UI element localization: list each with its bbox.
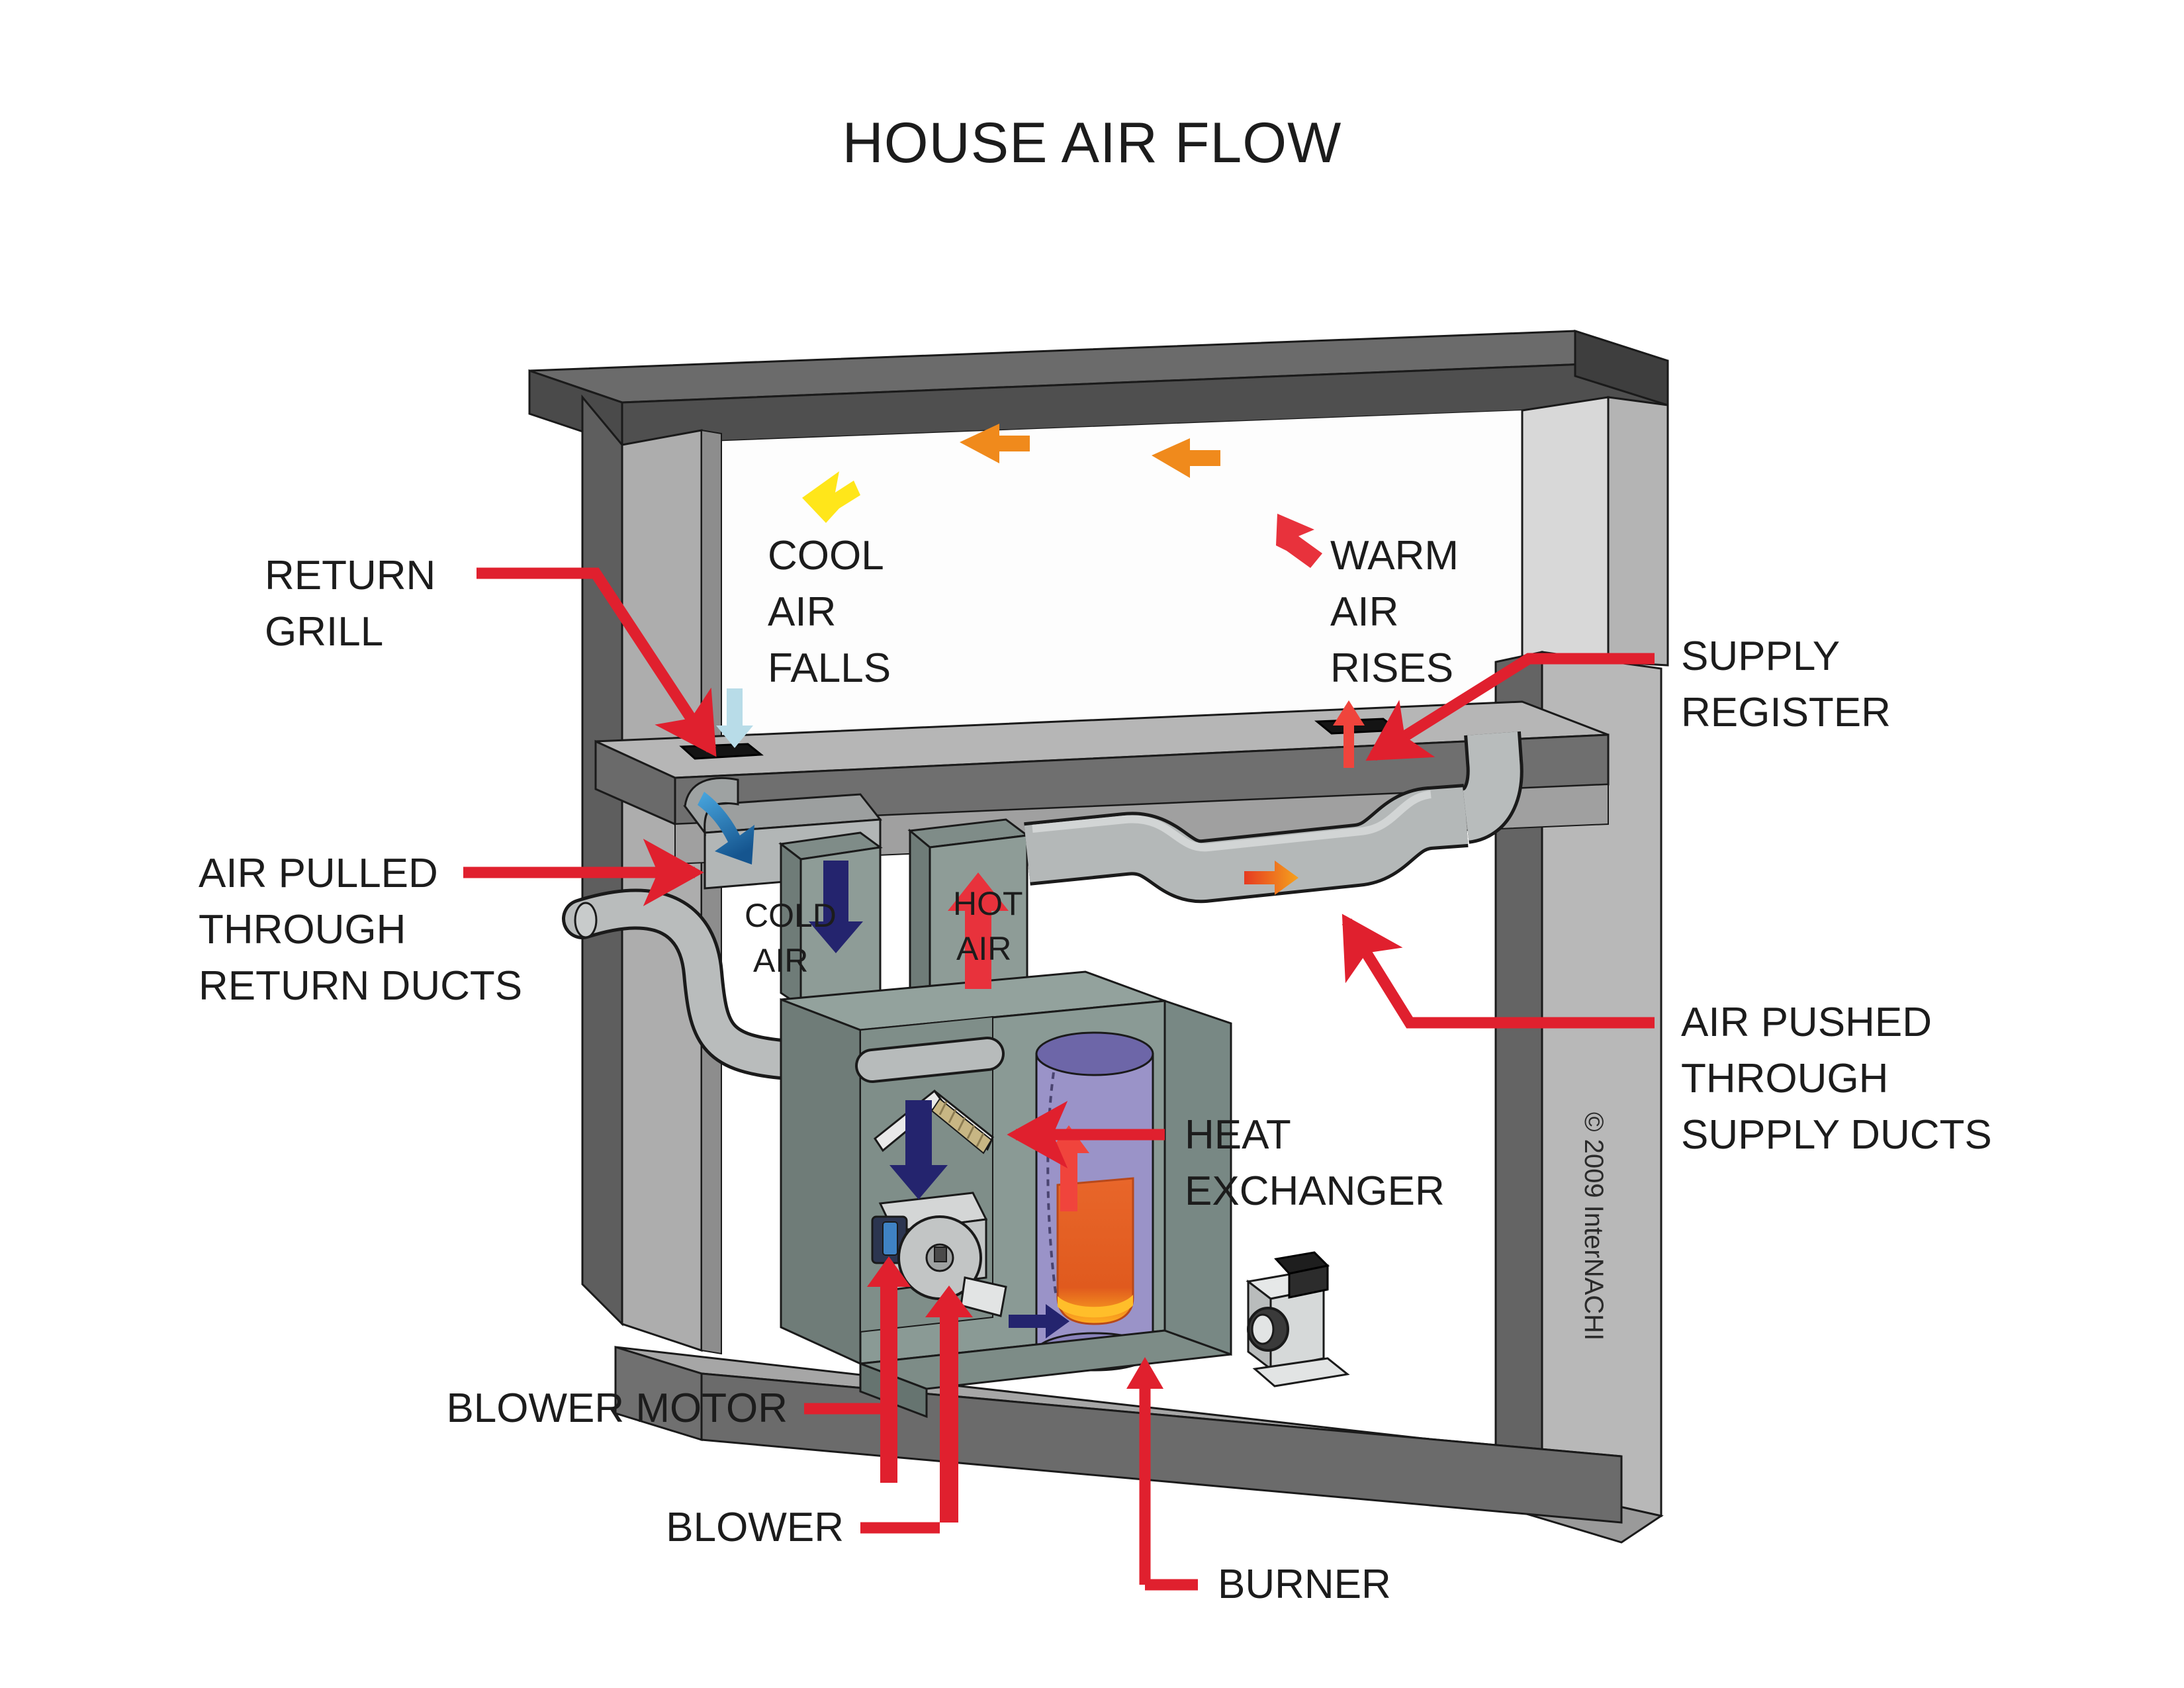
plenum-blue-arrow [698, 792, 754, 865]
leader-supply-register [1365, 653, 1655, 761]
furnace [780, 970, 1350, 1419]
supply-trunk-highlight [1032, 790, 1432, 852]
furnace-cabinet-left [780, 998, 862, 1366]
label-air-pushed-line2: THROUGH [1681, 1056, 1888, 1102]
label-air-pushed-line1: AIR PUSHED [1681, 1000, 1932, 1045]
callout-air-pulled: AIR PULLED THROUGH RETURN DUCTS [199, 851, 522, 1009]
cool-air-line1: COOL [768, 533, 884, 579]
label-heat-exchanger-line1: HEAT [1185, 1112, 1291, 1158]
furnace-cabinet-right [1163, 999, 1232, 1356]
blower-flow-arrow [925, 1286, 973, 1523]
burner-control-box [1288, 1264, 1329, 1299]
label-air-pulled-line2: THROUGH [199, 907, 406, 953]
callout-heat-exchanger: HEAT EXCHANGER [1185, 1112, 1445, 1214]
label-heat-exchanger-line2: EXCHANGER [1185, 1168, 1445, 1214]
supply-riser [1461, 731, 1520, 841]
burner-foot [1252, 1357, 1350, 1387]
hot-air-red-arrow-big [948, 872, 1009, 989]
warm-air-red-arrow [1276, 514, 1322, 568]
label-return-grill-line1: RETURN [265, 553, 435, 598]
warm-air-line2: AIR [1330, 589, 1398, 635]
heat-exchanger-seam [1046, 1072, 1058, 1298]
air-flow-arrows [698, 424, 1365, 1523]
label-blower: BLOWER [666, 1505, 844, 1550]
filter-pleats [938, 1101, 985, 1147]
cold-air-navy-arrow-2 [889, 1100, 948, 1199]
callout-supply-register: SUPPLY REGISTER [1681, 633, 1891, 735]
label-burner: BURNER [1218, 1562, 1391, 1607]
blower-shaft [934, 1246, 947, 1262]
label-supply-register-line1: SUPPLY [1681, 633, 1840, 679]
flex-duct-open-end [574, 902, 598, 939]
leader-return-grill [477, 567, 717, 757]
blower-motor-flow-arrow [867, 1256, 911, 1483]
left-wall-inner-edge [701, 429, 722, 1355]
label-cool-air-falls: COOL AIR FALLS [768, 533, 891, 691]
cool-air-line3: FALLS [768, 645, 891, 691]
label-air-pulled-line1: AIR PULLED [199, 851, 438, 896]
burner-navy-arrow [1009, 1292, 1069, 1338]
label-air-pulled-line3: RETURN DUCTS [199, 963, 522, 1009]
trunk-orange-arrow [1244, 861, 1298, 895]
left-wall-edge [581, 394, 623, 1327]
right-wall-upper-side [1607, 396, 1669, 667]
warm-air-line1: WARM [1330, 533, 1459, 579]
blower-outlet [960, 1276, 1007, 1317]
callout-air-pushed: AIR PUSHED THROUGH SUPPLY DUCTS [1681, 1000, 1992, 1158]
label-supply-register-line2: REGISTER [1681, 690, 1891, 735]
basement-floor-front [700, 1372, 1623, 1524]
leader-air-pushed [1342, 914, 1655, 1029]
label-cold-air: COLD AIR [745, 897, 837, 979]
flame-glow [1058, 1295, 1133, 1318]
label-return-grill-line2: GRILL [265, 609, 383, 655]
label-hot-air: HOT AIR [953, 885, 1023, 967]
page-title: HOUSE AIR FLOW [842, 111, 1342, 175]
ceiling-orange-arrow-2 [1152, 438, 1220, 478]
cold-air-line1: COLD [745, 897, 837, 934]
flex-return-duct [565, 892, 798, 1076]
callout-return-grill: RETURN GRILL [265, 553, 435, 655]
burner-port-inner [1251, 1313, 1275, 1345]
label-blower-motor: BLOWER MOTOR [446, 1385, 788, 1431]
leader-burner-arrowhead [1126, 1357, 1163, 1389]
ductwork [562, 731, 1524, 1080]
right-wall-upper-face [1521, 396, 1610, 670]
hot-air-line1: HOT [953, 885, 1023, 922]
supply-red-up-arrow [1333, 700, 1365, 768]
supply-trunk [1024, 787, 1469, 900]
callout-leaders [463, 567, 1655, 1591]
blower-motor-cap [882, 1221, 898, 1256]
label-warm-air-rises: WARM AIR RISES [1330, 533, 1459, 691]
hot-riser-side [909, 828, 931, 1008]
label-air-pushed-line3: SUPPLY DUCTS [1681, 1112, 1992, 1158]
ceiling-orange-arrow-1 [960, 424, 1030, 463]
copyright-text: © 2009 InterNACHI [1579, 1112, 1608, 1340]
return-lightblue-arrow [716, 688, 753, 748]
warm-air-line3: RISES [1330, 645, 1453, 691]
cold-air-line2: AIR [753, 942, 808, 979]
cool-air-yellow-arrow [802, 471, 860, 523]
internal-pipe [858, 1039, 1002, 1080]
hot-air-line2: AIR [956, 930, 1011, 967]
cold-air-navy-arrow-1 [809, 861, 863, 953]
cool-air-line2: AIR [768, 589, 836, 635]
heat-exchanger-cap [1035, 1031, 1154, 1076]
